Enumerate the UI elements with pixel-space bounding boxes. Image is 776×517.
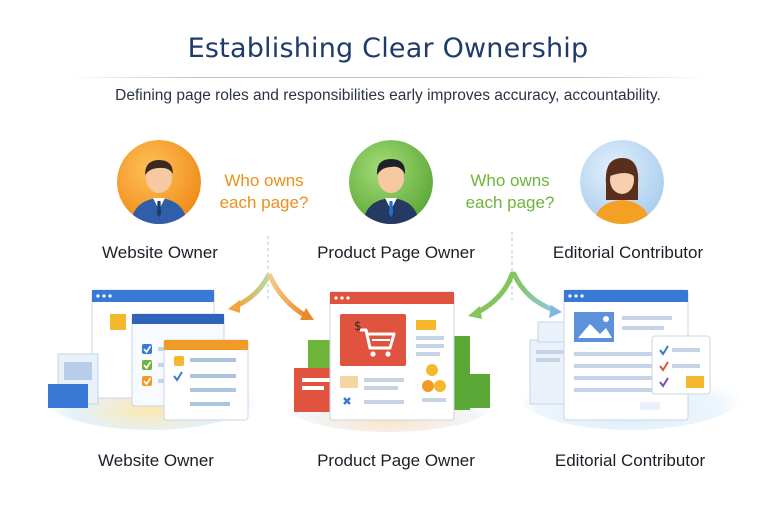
question-line-1: Who owns: [470, 171, 550, 190]
role-label-website-owner: Website Owner: [102, 243, 218, 262]
product-page-owner-illustration: $: [285, 291, 493, 432]
role-caption-website-owner: Website Owner: [98, 451, 214, 470]
role-label-editorial-contributor: Editorial Contributor: [552, 243, 704, 262]
page-subtitle: Defining page roles and responsibilities…: [115, 87, 661, 104]
puzzle-icon: [343, 397, 351, 405]
page-title: Establishing Clear Ownership: [187, 33, 589, 64]
editorial-contributor-avatar-icon: [580, 140, 664, 224]
role-caption-editorial-contributor: Editorial Contributor: [554, 451, 706, 470]
question-line-2: each page?: [219, 193, 309, 212]
question-line-2: each page?: [465, 193, 555, 212]
role-label-product-page-owner: Product Page Owner: [317, 243, 475, 262]
editorial-contributor-illustration: [520, 289, 740, 430]
product-page-owner-avatar-icon: [349, 140, 433, 224]
title-divider: [68, 77, 708, 78]
website-owner-avatar-icon: [117, 140, 201, 224]
question-text-right: Who owns each page?: [454, 170, 566, 214]
question-line-1: Who owns: [224, 171, 304, 190]
website-owner-illustration: [42, 289, 258, 430]
role-caption-product-page-owner: Product Page Owner: [317, 451, 475, 470]
image-icon: [574, 312, 614, 342]
checkbox-icon: [142, 344, 152, 386]
question-text-left: Who owns each page?: [208, 170, 320, 214]
price-symbol: $: [354, 319, 362, 333]
cart-icon: [360, 328, 396, 357]
